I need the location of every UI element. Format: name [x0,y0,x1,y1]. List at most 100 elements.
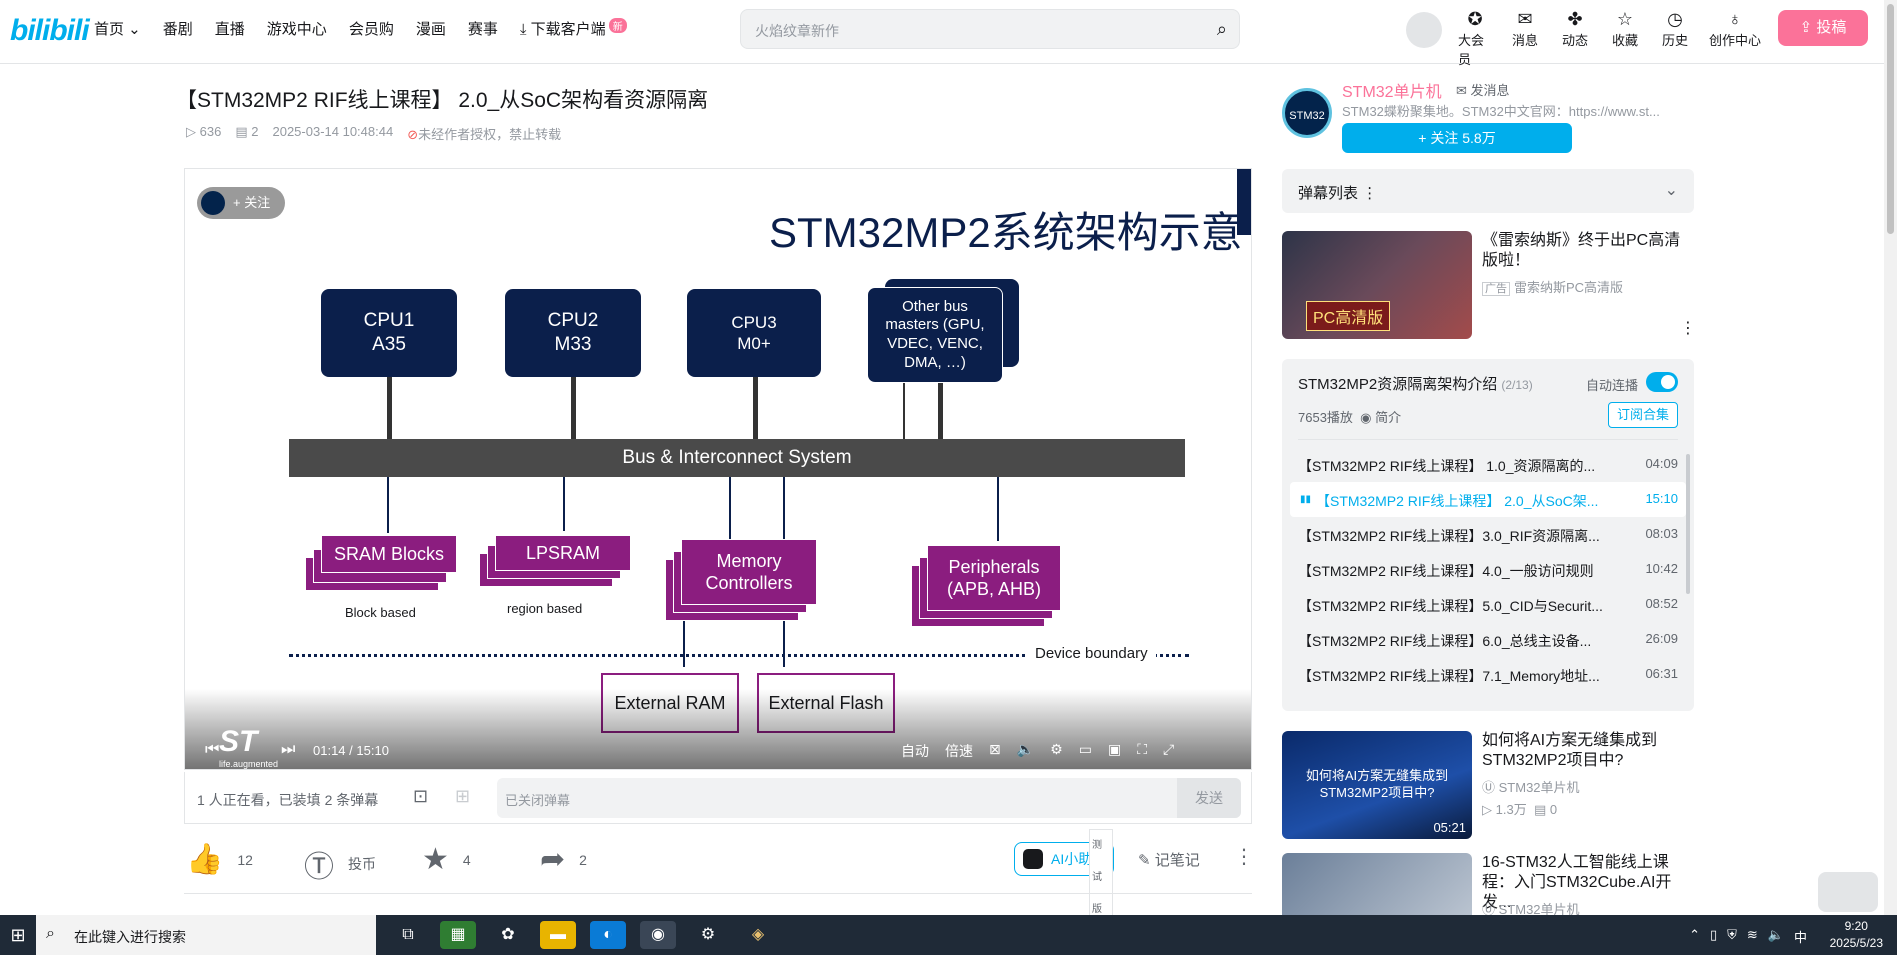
danmaku-count: ▤ 2 [235,124,259,139]
settings-icon[interactable]: ⚙ [1050,741,1063,757]
rec-title[interactable]: 如何将AI方案无缝集成到STM32MP2项目中? [1482,732,1658,769]
sram-blocks-box: SRAM Blocks [321,535,457,573]
follow-button[interactable]: + 关注 5.8万 [1342,123,1572,153]
playlist-item-active[interactable]: ▮▮【STM32MP2 RIF线上课程】 2.0_从SoC架...15:10 [1290,482,1686,517]
video-player[interactable]: + 关注 STM32MP2系统架构示意 CPU1 A35 CPU2 M33 CP… [184,168,1252,770]
ad-thumbnail[interactable]: PC高清版 [1282,231,1472,339]
speed-button[interactable]: 倍速 [945,743,973,759]
quality-button[interactable]: 自动 [901,743,929,759]
subscribe-collection-button[interactable]: 订阅合集 [1608,402,1678,428]
user-avatar[interactable] [1406,12,1442,48]
file-explorer-icon[interactable]: ▬ [540,921,576,949]
arrow-memctrl-1 [729,477,731,539]
nav-history[interactable]: ◷历史 [1661,9,1688,48]
calculator-icon[interactable]: ▦ [440,921,476,949]
ime-indicator[interactable]: 中 [1793,930,1807,945]
chevron-down-icon[interactable]: ⌄ [1664,182,1678,199]
nav-manga[interactable]: 漫画 [415,21,446,38]
more-icon[interactable]: ⋮ [1234,846,1254,868]
danmaku-toggle-icon[interactable]: ⊡ [413,786,429,806]
fullscreen-icon[interactable]: ⤢ [1163,741,1175,757]
nav-mall[interactable]: 会员购 [348,21,394,38]
subtitle-off-icon[interactable]: ⊠ [989,741,1001,757]
like-button[interactable]: 👍12 [186,843,253,876]
app-icon[interactable]: ✿ [501,926,515,943]
danmaku-input[interactable]: 已关闭弹幕 发送 [497,778,1241,818]
nav-anime[interactable]: 番剧 [162,21,193,38]
settings-icon[interactable]: ⚙ [700,926,716,943]
shield-icon[interactable]: ⛨ [1727,927,1737,942]
autoplay-toggle[interactable] [1646,372,1678,392]
page-scrollbar[interactable] [1884,0,1897,915]
uploader-name[interactable]: STM32单片机 [1342,84,1442,101]
bilibili-logo[interactable]: bilibili [10,14,90,47]
nav-vip[interactable]: ✪大会员 [1458,9,1485,67]
danmaku-list-panel[interactable]: 弹幕列表 ⋮ ⌄ [1282,169,1694,213]
nav-creator-center[interactable]: ♁创作中心 [1708,9,1761,48]
more-icon[interactable]: ⋮ [1362,185,1378,202]
rec-thumbnail[interactable]: 如何将AI方案无缝集成到STM32MP2项目中? 05:21 [1282,731,1472,839]
nav-favorites[interactable]: ☆收藏 [1611,9,1638,48]
ai-assistant-button[interactable]: AI小助手 测试版 [1014,829,1114,927]
volume-icon[interactable]: 🔈 [1767,927,1784,942]
ad-more-icon[interactable]: ⋮ [1680,320,1696,337]
pip-icon[interactable]: ▭ [1078,741,1092,757]
playlist-scrollbar[interactable] [1686,454,1690,594]
beta-tag: 测试版 [1089,829,1113,927]
nav-esports[interactable]: 赛事 [467,21,498,38]
app-icon[interactable]: ◈ [751,926,765,943]
windows-start-icon[interactable]: ⊞ [10,925,26,945]
rec-uploader[interactable]: Ⓤ STM32单片机 [1482,780,1580,795]
battery-icon[interactable]: ▯ [1709,927,1718,942]
playlist-item[interactable]: 【STM32MP2 RIF线上课程】 1.0_资源隔离的...04:09 [1298,456,1678,474]
nav-download-client[interactable]: ⤓ 下载客户端新 [520,18,627,39]
taskbar-search[interactable]: ⌕ 在此键入进行搜索 [36,915,376,955]
floating-chat-button[interactable] [1818,872,1878,912]
search-icon[interactable]: ⌕ [1216,19,1227,39]
rec-uploader[interactable]: Ⓤ STM32单片机 [1482,902,1580,915]
playlist-item[interactable]: 【STM32MP2 RIF线上课程】6.0_总线主设备...26:09 [1298,631,1678,649]
playlist-item[interactable]: 【STM32MP2 RIF线上课程】3.0_RIF资源隔离...08:03 [1298,526,1678,544]
next-icon[interactable]: ⏭ [281,741,296,758]
playlist-item[interactable]: 【STM32MP2 RIF线上课程】7.1_Memory地址...06:31 [1298,666,1678,684]
send-button[interactable]: 发送 [1177,778,1241,818]
player-follow-chip[interactable]: + 关注 [197,187,285,219]
share-button[interactable]: ➦2 [540,843,587,876]
search-box[interactable]: 火焰纹章新作 ⌕ [740,9,1240,49]
arrow-cpu1 [387,377,392,439]
task-view-icon[interactable]: ⧉ [402,926,414,943]
note-button[interactable]: ✎ 记笔记 [1138,852,1200,869]
uploader-avatar[interactable]: STM32 [1282,88,1332,138]
wifi-icon[interactable]: ≋ [1746,927,1758,942]
taskbar-clock[interactable]: 9:20 2025/5/23 [1829,919,1883,950]
nav-live[interactable]: 直播 [214,21,245,38]
volume-icon[interactable]: 🔈 [1016,741,1035,757]
nav-dynamics[interactable]: ✤动态 [1561,9,1588,48]
bus-interconnect: Bus & Interconnect System [289,439,1185,477]
chrome-icon[interactable]: ◉ [640,921,676,949]
playlist-item[interactable]: 【STM32MP2 RIF线上课程】5.0_CID与Securit...08:5… [1298,596,1678,614]
widescreen-icon[interactable]: ▣ [1107,741,1122,757]
favorite-button[interactable]: ★4 [422,843,471,876]
chevron-up-icon[interactable]: ⌃ [1689,927,1700,942]
recommended-video[interactable]: 16-STM32人工智能线上课程：入门STM32Cube.AI开发... Ⓤ S… [1282,853,1694,915]
danmaku-settings-icon[interactable]: ⊞ [455,786,471,806]
nav-home[interactable]: 首页 ⌄ [94,21,141,38]
ad-title[interactable]: 《雷索纳斯》终于出PC高清版啦！ [1482,232,1681,269]
edge-icon[interactable]: ◐ [590,921,626,949]
recommended-video[interactable]: 如何将AI方案无缝集成到STM32MP2项目中? 05:21 如何将AI方案无缝… [1282,731,1694,839]
search-input[interactable]: 火焰纹章新作 [755,23,839,39]
send-message-link[interactable]: ✉ 发消息 [1456,83,1510,98]
webfullscreen-icon[interactable]: ⛶ [1137,741,1148,757]
rec-thumbnail[interactable] [1282,853,1472,915]
nav-messages[interactable]: ✉消息 [1511,9,1538,48]
nav-game-center[interactable]: 游戏中心 [266,21,327,38]
upload-button[interactable]: ⇪ 投稿 [1778,10,1868,46]
rec-title[interactable]: 16-STM32人工智能线上课程：入门STM32Cube.AI开发... [1482,854,1672,911]
video-meta: ▷ 636 ▤ 2 2025-03-14 10:48:44 ⊘未经作者授权，禁止… [186,124,561,143]
prev-icon[interactable]: ⏮ [205,741,220,758]
intro-link[interactable]: 简介 [1375,410,1402,425]
publish-date: 2025-03-14 10:48:44 [272,124,394,139]
